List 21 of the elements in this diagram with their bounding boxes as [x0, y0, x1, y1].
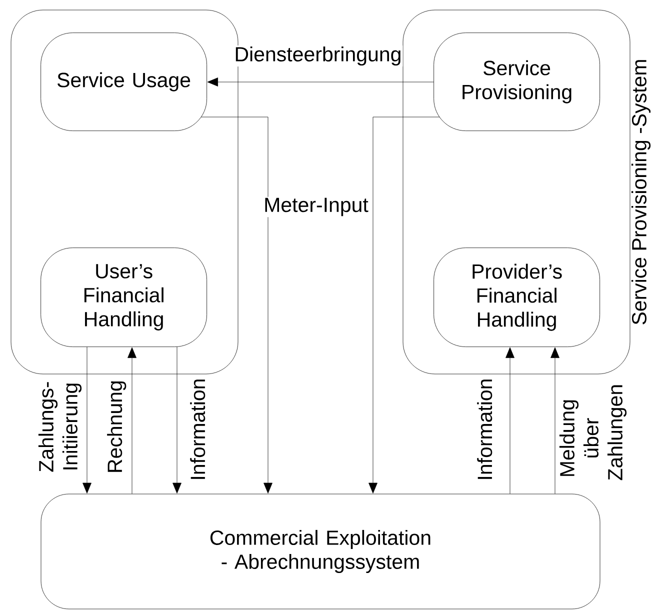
- edge-label: Meter-Input: [262, 196, 370, 218]
- arrow: [506, 347, 514, 494]
- arrow: [207, 78, 434, 86]
- arrow: [128, 347, 136, 494]
- edge-label: Zahlungs- Initiierung: [37, 376, 83, 478]
- process-box: Provider’s Financial Handling: [434, 248, 600, 347]
- edge-label: Diensteerbringung: [233, 45, 403, 67]
- edge-label: Meldung über Zahlungen: [558, 385, 628, 482]
- edge-label: Rechnung: [104, 376, 130, 478]
- process-box: Commercial Exploitation - Abrechnungssystem: [40, 494, 600, 610]
- edge-label: Information: [185, 380, 211, 482]
- arrow: [550, 347, 560, 494]
- arrow: [82, 346, 92, 494]
- process-box: User’s Financial Handling: [40, 248, 207, 347]
- node-label: Service Provisioning -System: [631, 60, 651, 324]
- arrow: [368, 116, 440, 494]
- edge-label: Information: [472, 380, 498, 482]
- process-box: Service Provisioning: [434, 32, 600, 131]
- arrow: [172, 346, 182, 494]
- process-box: Service Usage: [40, 32, 207, 131]
- arrow: [200, 116, 272, 494]
